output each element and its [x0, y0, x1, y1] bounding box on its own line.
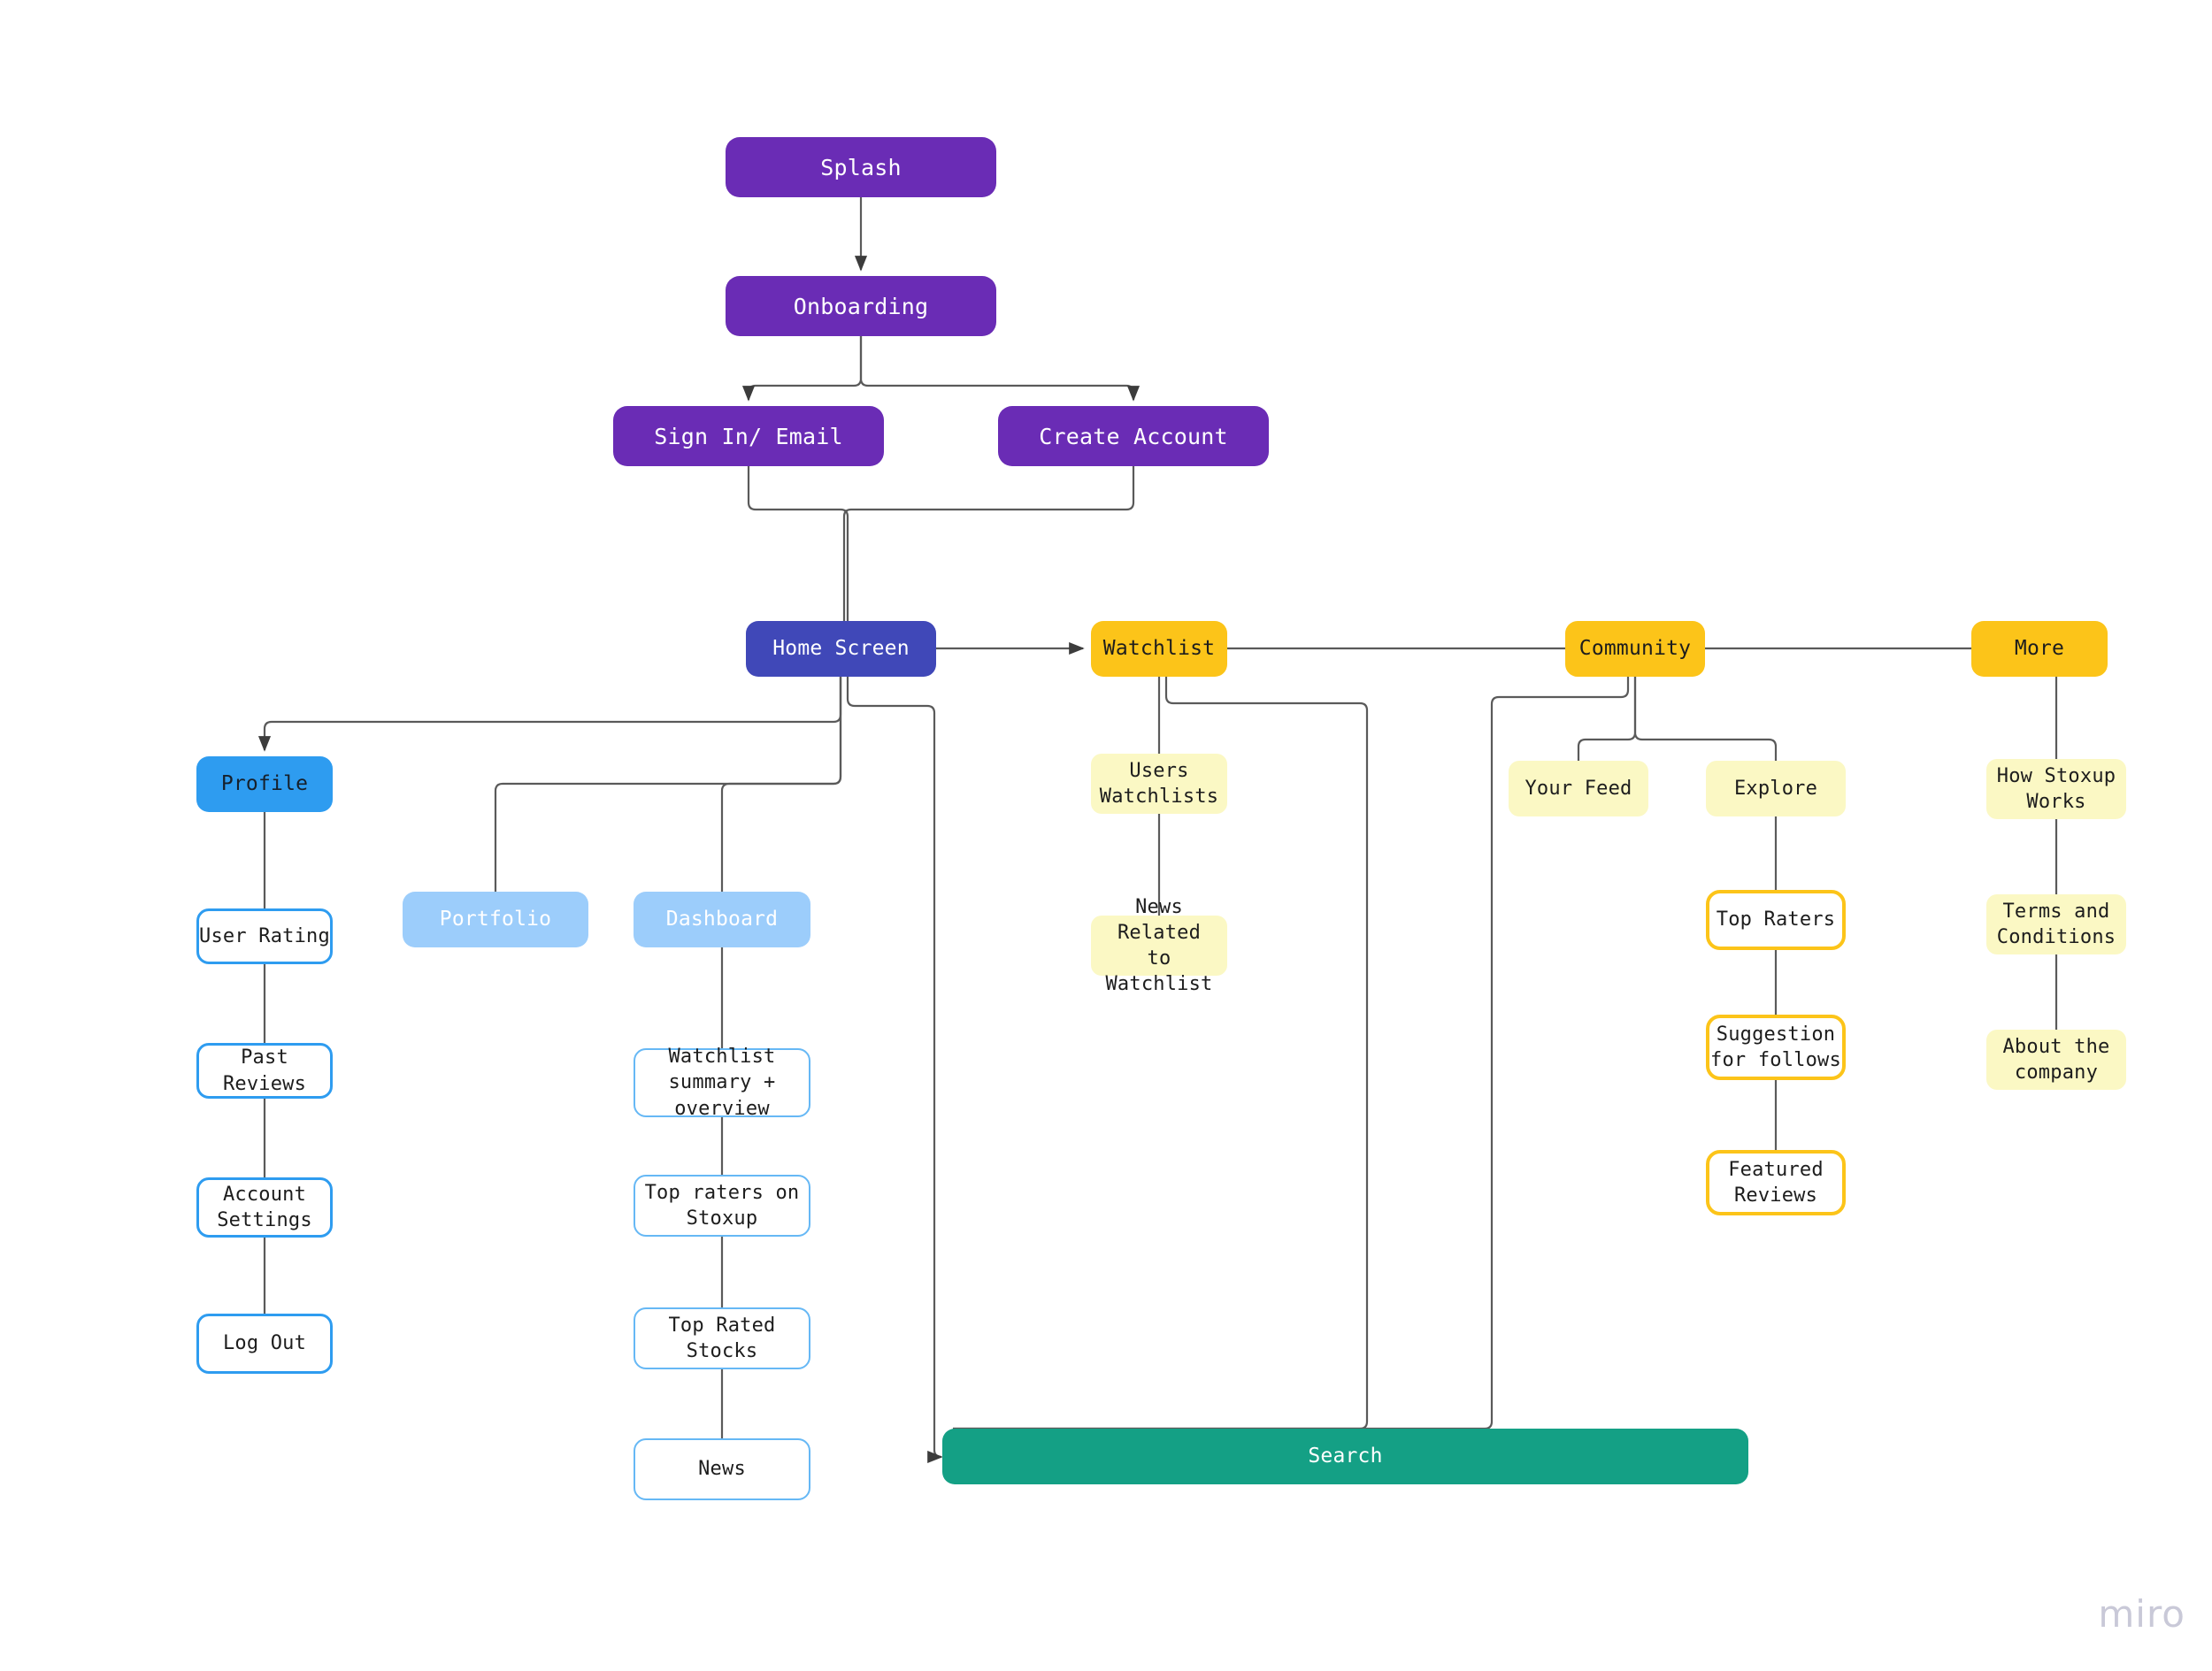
edge-community-explore	[1633, 677, 1778, 761]
edge-community-yourfeed	[1577, 677, 1637, 761]
node-top_raters[interactable]: Top Raters	[1706, 890, 1846, 950]
node-watchlist[interactable]: Watchlist	[1091, 621, 1227, 677]
node-onboarding[interactable]: Onboarding	[726, 276, 996, 336]
node-top_rated_stocks[interactable]: Top Rated Stocks	[634, 1307, 810, 1369]
node-home_screen[interactable]: Home Screen	[746, 621, 936, 677]
edge-createaccount-home	[842, 466, 1135, 621]
node-featured_reviews[interactable]: Featured Reviews	[1706, 1150, 1846, 1215]
node-suggestion_follows[interactable]: Suggestion for follows	[1706, 1015, 1846, 1080]
node-search[interactable]: Search	[942, 1429, 1748, 1484]
edge-onboarding-createaccount	[859, 336, 1141, 402]
node-terms_conditions[interactable]: Terms and Conditions	[1986, 894, 2126, 954]
node-create_account[interactable]: Create Account	[998, 406, 1269, 466]
node-more[interactable]: More	[1971, 621, 2108, 677]
node-dashboard[interactable]: Dashboard	[634, 892, 810, 947]
node-users_watchlists[interactable]: Users Watchlists	[1091, 754, 1227, 814]
node-about_company[interactable]: About the company	[1986, 1030, 2126, 1090]
node-community[interactable]: Community	[1565, 621, 1705, 677]
node-your_feed[interactable]: Your Feed	[1509, 761, 1648, 816]
edge-onboarding-signin	[741, 336, 863, 402]
node-account_settings[interactable]: Account Settings	[196, 1177, 333, 1238]
node-sign_in_email[interactable]: Sign In/ Email	[613, 406, 884, 466]
node-how_stoxup_works[interactable]: How Stoxup Works	[1986, 759, 2126, 819]
node-portfolio[interactable]: Portfolio	[403, 892, 588, 947]
edge-home-portfolio	[494, 677, 842, 892]
edge-home-profile	[257, 677, 842, 752]
node-news_watchlist[interactable]: News Related to Watchlist	[1091, 896, 1227, 995]
node-user_rating[interactable]: User Rating	[196, 908, 333, 964]
node-log_out[interactable]: Log Out	[196, 1314, 333, 1374]
node-news_dash[interactable]: News	[634, 1438, 810, 1500]
node-profile[interactable]: Profile	[196, 756, 333, 812]
edge-home-dashboard	[720, 677, 842, 892]
node-splash[interactable]: Splash	[726, 137, 996, 197]
node-past_reviews[interactable]: Past Reviews	[196, 1043, 333, 1099]
edge-home-search	[846, 677, 943, 1464]
edge-signin-home	[747, 466, 849, 621]
miro-watermark: miro	[2098, 1592, 2185, 1636]
node-explore[interactable]: Explore	[1706, 761, 1846, 816]
node-top_raters_stoxup[interactable]: Top raters on Stoxup	[634, 1175, 810, 1237]
node-watchlist_summary[interactable]: Watchlist summary + overview	[634, 1046, 810, 1120]
